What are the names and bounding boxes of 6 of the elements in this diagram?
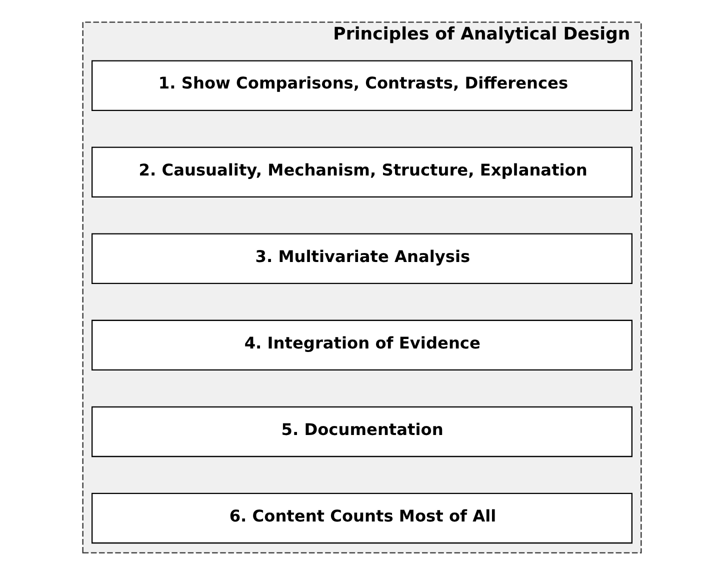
node-box: 2. Causuality, Mechanism, Structure, Explanation	[91, 146, 632, 198]
node-box: 4. Integration of Evidence	[91, 320, 632, 371]
node-box: 6. Content Counts Most of All	[91, 492, 632, 544]
node-box: 1. Show Comparisons, Contrasts, Differences	[91, 60, 632, 111]
node-box: 5. Documentation	[91, 406, 632, 458]
node-box: 3. Multivariate Analysis	[91, 233, 632, 284]
